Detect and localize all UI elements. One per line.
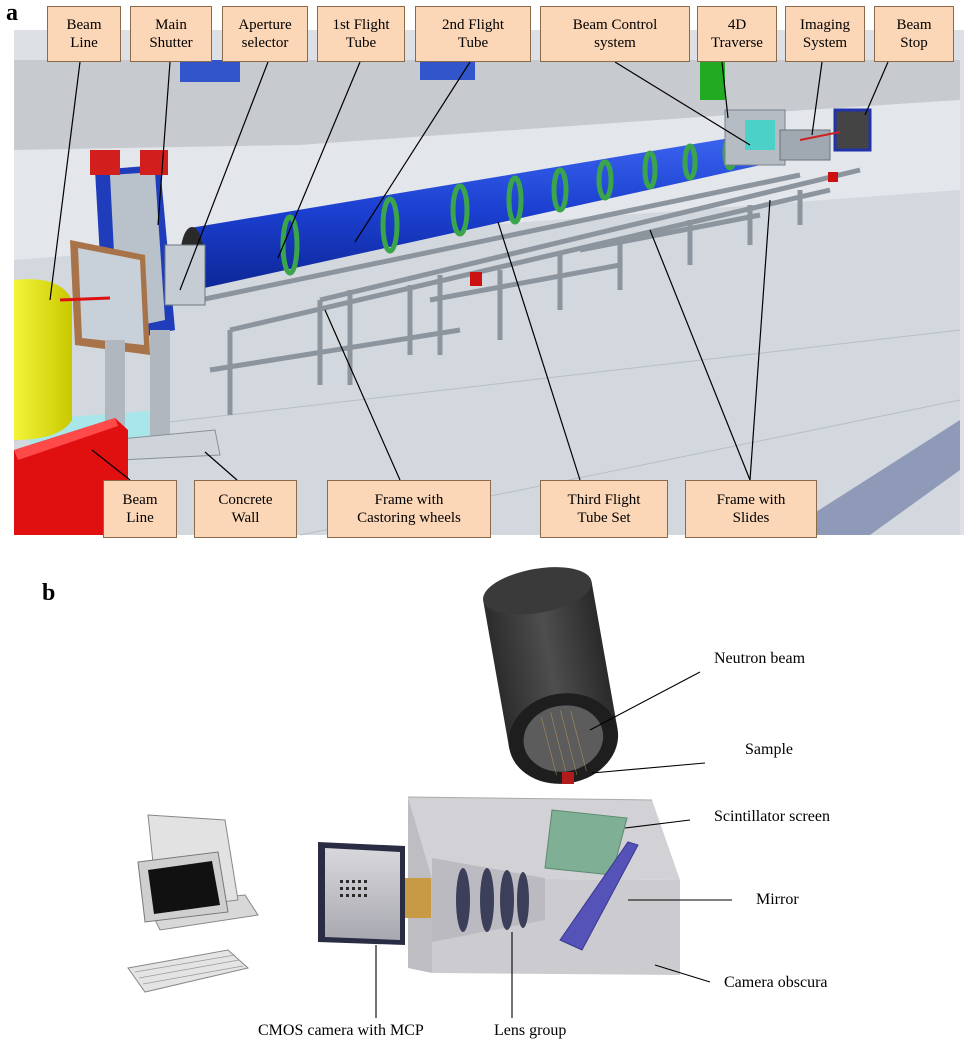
- label-main-shutter: Main Shutter: [130, 6, 212, 62]
- label-beam-line-bottom: Beam Line: [103, 480, 177, 538]
- panel-a-illustration: [13, 30, 964, 536]
- label-frame-slides: Frame with Slides: [685, 480, 817, 538]
- label-lens-group: Lens group: [494, 1022, 567, 1039]
- frame-rails: [199, 167, 861, 415]
- panel-b-letter: b: [42, 580, 56, 606]
- panel-a-leader-lines: [49, 61, 889, 481]
- mirror-plate: [559, 841, 639, 951]
- label-imaging-system: Imaging System: [785, 6, 865, 62]
- label-third-flight-tube: Third Flight Tube Set: [540, 480, 668, 538]
- label-mirror: Mirror: [756, 891, 799, 908]
- lens-elements: [456, 868, 529, 932]
- lens-cone: [432, 858, 545, 942]
- cmos-camera-body: [318, 842, 405, 945]
- label-beam-stop: Beam Stop: [874, 6, 954, 62]
- scintillator-plate: [544, 809, 628, 876]
- panel-a-letter: a: [6, 0, 18, 26]
- sample-cube: [562, 772, 574, 784]
- label-4d-traverse: 4D Traverse: [697, 6, 777, 62]
- label-frame-castoring: Frame with Castoring wheels: [327, 480, 491, 538]
- label-camera-obscura: Camera obscura: [724, 974, 828, 991]
- label-beam-control-system: Beam Control system: [540, 6, 690, 62]
- label-scintillator-screen: Scintillator screen: [714, 808, 830, 825]
- camera-obscura-box: [407, 796, 680, 975]
- beam-line-yellow: [14, 279, 72, 440]
- label-sample: Sample: [745, 741, 793, 758]
- computer-icon: [127, 814, 259, 993]
- beam-stop-box: [833, 108, 872, 152]
- panel-b-leader-lines: [375, 671, 732, 1018]
- label-neutron-beam: Neutron beam: [714, 650, 806, 667]
- tube-rings: [280, 135, 738, 276]
- label-2nd-flight-tube: 2nd Flight Tube: [415, 6, 531, 62]
- label-aperture-selector: Aperture selector: [222, 6, 308, 62]
- label-concrete-wall: Concrete Wall: [194, 480, 297, 538]
- label-cmos-camera: CMOS camera with MCP: [258, 1022, 424, 1039]
- label-beam-line-top: Beam Line: [47, 6, 121, 62]
- neutron-beam-cylinder: [483, 567, 619, 784]
- flight-tube: [190, 133, 770, 290]
- label-1st-flight-tube: 1st Flight Tube: [317, 6, 405, 62]
